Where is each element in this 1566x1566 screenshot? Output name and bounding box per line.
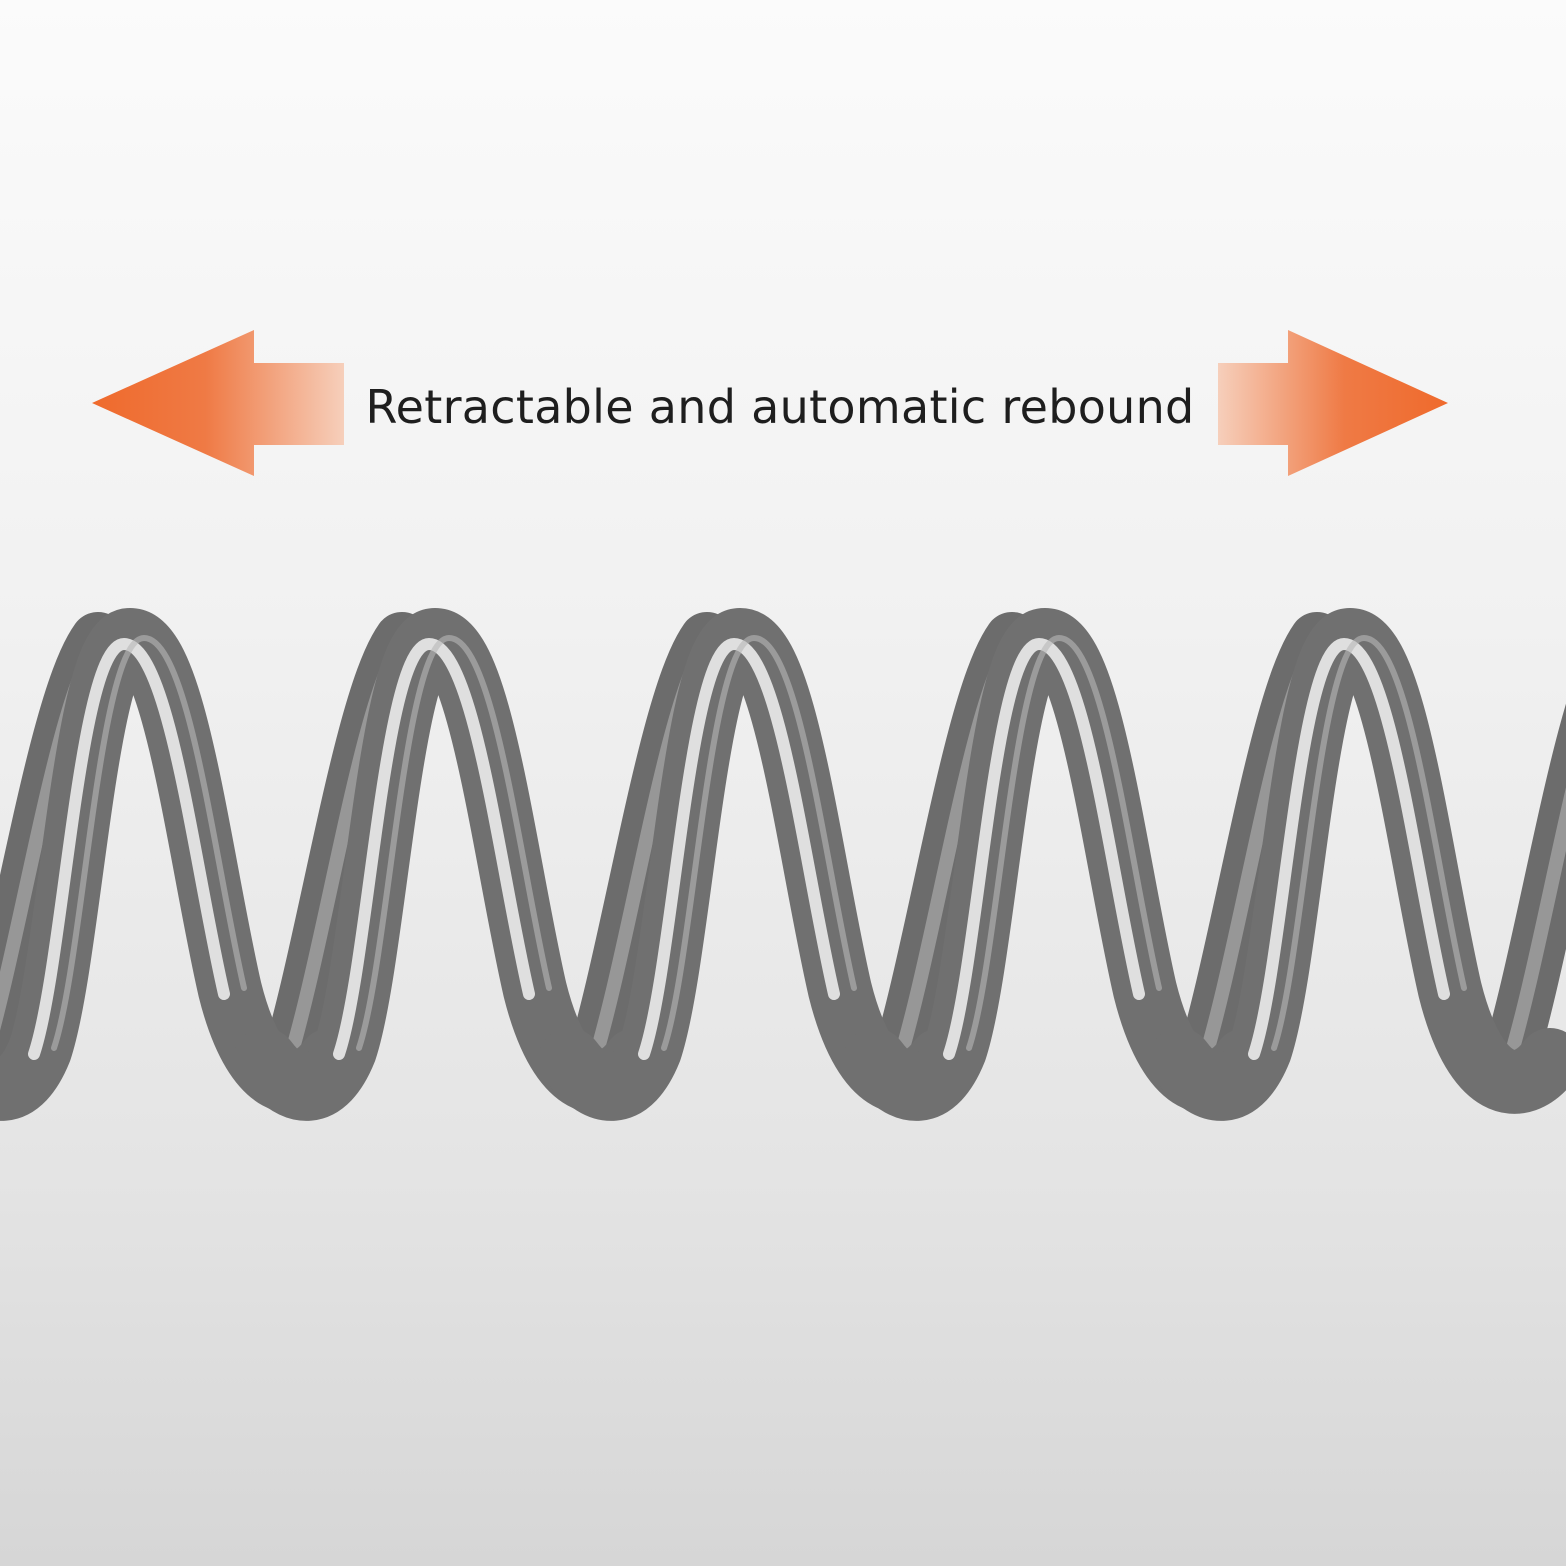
coil-spring-icon — [0, 607, 1566, 1121]
feature-caption: Retractable and automatic rebound — [365, 380, 1195, 434]
arrow-left-icon — [92, 330, 344, 476]
arrow-right-icon — [1218, 330, 1448, 476]
